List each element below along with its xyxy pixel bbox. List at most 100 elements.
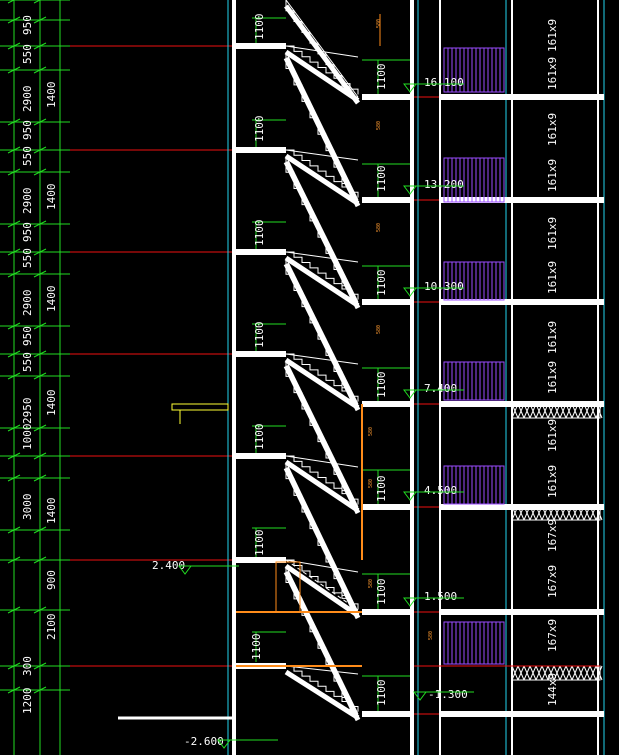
stair-stringer bbox=[284, 459, 360, 513]
stair-diagonal bbox=[285, 257, 359, 405]
hatch-line bbox=[589, 505, 597, 521]
hatch-line bbox=[595, 505, 603, 521]
hatch-line bbox=[571, 505, 579, 521]
stair-stringer bbox=[284, 255, 360, 308]
dim-tick bbox=[7, 474, 21, 482]
right-dim-9: 161x9 bbox=[546, 419, 559, 452]
stair-stringer bbox=[283, 364, 361, 515]
left-dim-10: 950 bbox=[21, 326, 34, 346]
inner-dim-5: 1400 bbox=[45, 498, 58, 525]
hatch-line bbox=[541, 403, 549, 419]
floor-slab bbox=[234, 249, 286, 255]
balcony-slab bbox=[440, 299, 512, 305]
railing-frame bbox=[443, 465, 505, 505]
hatch-line bbox=[589, 403, 597, 419]
stair-diagonal bbox=[285, 565, 359, 715]
dim-tick bbox=[33, 556, 47, 564]
stair-dim-10: 1100 bbox=[375, 270, 388, 297]
hatch-line bbox=[571, 665, 579, 681]
hatch-line bbox=[529, 403, 537, 419]
dim-tick bbox=[7, 662, 21, 670]
stair-steps bbox=[285, 566, 358, 715]
elevation-label-3: 10.300 bbox=[424, 280, 464, 293]
dim-tick bbox=[33, 322, 47, 330]
stair-stringer bbox=[283, 4, 361, 105]
balcony-slab bbox=[512, 94, 604, 100]
inner-dim-3: 1400 bbox=[45, 286, 58, 313]
dim-tick bbox=[7, 16, 21, 24]
left-dim-6: 2900 bbox=[21, 188, 34, 215]
right-dim-3: 161x9 bbox=[546, 113, 559, 146]
hatch-line bbox=[517, 665, 525, 681]
stair-stringer bbox=[284, 153, 360, 206]
stair-stringer bbox=[283, 466, 361, 620]
tiny-label-3: 580 bbox=[376, 223, 382, 232]
dim-tick bbox=[7, 424, 21, 432]
balcony-slab bbox=[512, 609, 604, 615]
hatch-line bbox=[565, 505, 573, 521]
tiny-label-6: 580 bbox=[368, 479, 374, 488]
elevation-label-8: 2.400 bbox=[152, 559, 185, 572]
hatch-line bbox=[553, 403, 561, 419]
left-dim-15: 1200 bbox=[21, 688, 34, 715]
hatch-line bbox=[517, 403, 525, 419]
stair-stringer bbox=[283, 160, 361, 310]
left-dim-8: 550 bbox=[21, 248, 34, 268]
stair-steps bbox=[286, 45, 359, 95]
dim-tick bbox=[7, 270, 21, 278]
hatch-line bbox=[559, 665, 567, 681]
elevation-label-4: 7.400 bbox=[424, 382, 457, 395]
hatch-line bbox=[565, 665, 573, 681]
dim-tick bbox=[7, 220, 21, 228]
right-dim-8: 161x9 bbox=[546, 361, 559, 394]
stair-steps bbox=[286, 353, 359, 402]
hatch-line bbox=[535, 403, 543, 419]
stair-steps bbox=[285, 156, 358, 303]
dim-tick bbox=[7, 146, 21, 154]
hatch-line bbox=[565, 403, 573, 419]
landing-slab bbox=[362, 197, 412, 203]
accent-box bbox=[275, 561, 301, 613]
stair-steps bbox=[286, 149, 359, 198]
hatched-beam bbox=[511, 403, 601, 419]
stair-diagonal bbox=[285, 0, 359, 98]
inner-dim-1: 1400 bbox=[45, 82, 58, 109]
stair-dim-2: 1100 bbox=[253, 116, 266, 143]
hatch-line bbox=[577, 505, 585, 521]
dim-tick bbox=[7, 322, 21, 330]
inner-dim-4: 1400 bbox=[45, 390, 58, 417]
stair-steps bbox=[286, 455, 359, 505]
hatch-line bbox=[595, 403, 603, 419]
landing-slab bbox=[362, 94, 412, 100]
stair-stringer bbox=[283, 262, 361, 412]
stair-stringer bbox=[284, 357, 360, 410]
balcony-railings bbox=[443, 47, 603, 681]
floor-slab bbox=[234, 557, 286, 563]
left-dim-1: 950 bbox=[21, 15, 34, 35]
elevation-markers bbox=[178, 83, 474, 749]
dim-tick bbox=[33, 168, 47, 176]
balcony-slab bbox=[440, 711, 512, 717]
hatch-line bbox=[577, 403, 585, 419]
tiny-label-7: 580 bbox=[368, 579, 374, 588]
hatch-line bbox=[529, 505, 537, 521]
inner-dim-6: 900 bbox=[45, 570, 58, 590]
tiny-label-8: 580 bbox=[428, 631, 434, 640]
dim-tick bbox=[7, 372, 21, 380]
dim-tick bbox=[33, 662, 47, 670]
right-dim-6: 161x9 bbox=[546, 261, 559, 294]
dim-tick bbox=[7, 42, 21, 50]
dim-tick bbox=[33, 350, 47, 358]
balcony-slab bbox=[440, 94, 512, 100]
balcony-slab bbox=[512, 197, 604, 203]
hatch-line bbox=[583, 665, 591, 681]
left-dim-5: 550 bbox=[21, 146, 34, 166]
stair-stringer bbox=[284, 563, 360, 618]
right-dim-5: 161x9 bbox=[546, 217, 559, 250]
left-dim-16: 300 bbox=[21, 656, 34, 676]
landing-slab bbox=[362, 504, 412, 510]
dim-tick bbox=[33, 686, 47, 694]
stair-diagonal bbox=[285, 455, 359, 468]
